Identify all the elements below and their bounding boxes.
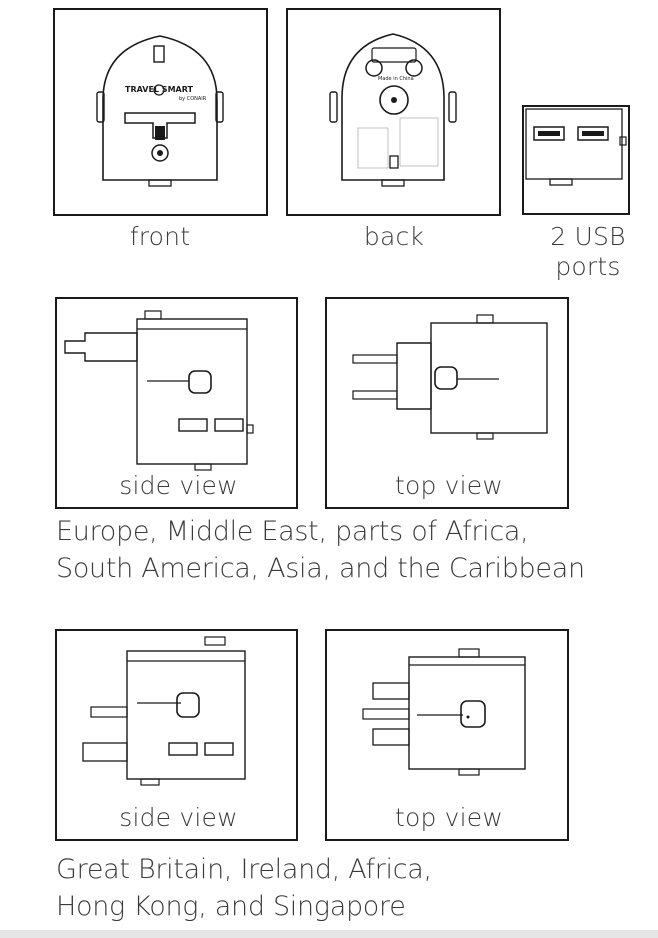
section1-side-caption: side view [119, 471, 238, 500]
section1-top-view-panel: top view [325, 297, 569, 509]
section2-region-line1: Great Britain, Ireland, Africa, [56, 854, 432, 885]
front-caption: front [129, 222, 191, 251]
front-view-panel: TRAVEL SMART by CONAIR [53, 8, 268, 216]
section1-top-view-illustration [352, 314, 548, 440]
back-made-in-text: Made in China [378, 76, 414, 82]
bottom-scroll-strip [0, 930, 658, 938]
section2-region-line2: Hong Kong, and Singapore [56, 891, 406, 922]
adapter-front-illustration: TRAVEL SMART by CONAIR [96, 35, 224, 187]
logo-text: TRAVEL SMART [125, 85, 194, 94]
usb-caption-line1: 2 USB [550, 222, 626, 251]
adapter-back-illustration: Made in China [329, 33, 457, 187]
usb-ports-illustration [525, 108, 627, 186]
section1-side-view-panel: side view [55, 297, 298, 509]
section1-top-caption: top view [394, 471, 504, 500]
logo-subtext: by CONAIR [179, 96, 207, 102]
section2-side-view-illustration [82, 636, 246, 786]
section2-top-view-panel: top view [325, 629, 569, 841]
back-view-panel: Made in China [286, 8, 501, 216]
section2-top-caption: top view [394, 803, 504, 832]
section2-top-view-illustration [362, 648, 526, 776]
section1-side-view-illustration [64, 310, 254, 471]
usb-caption-line2: ports [555, 252, 621, 281]
usb-ports-panel [522, 105, 630, 215]
section2-side-view-panel: side view [55, 629, 298, 841]
back-caption: back [363, 222, 425, 251]
section2-side-caption: side view [119, 803, 238, 832]
section1-region-line1: Europe, Middle East, parts of Africa, [56, 516, 529, 547]
section1-region-line2: South America, Asia, and the Caribbean [56, 553, 585, 584]
